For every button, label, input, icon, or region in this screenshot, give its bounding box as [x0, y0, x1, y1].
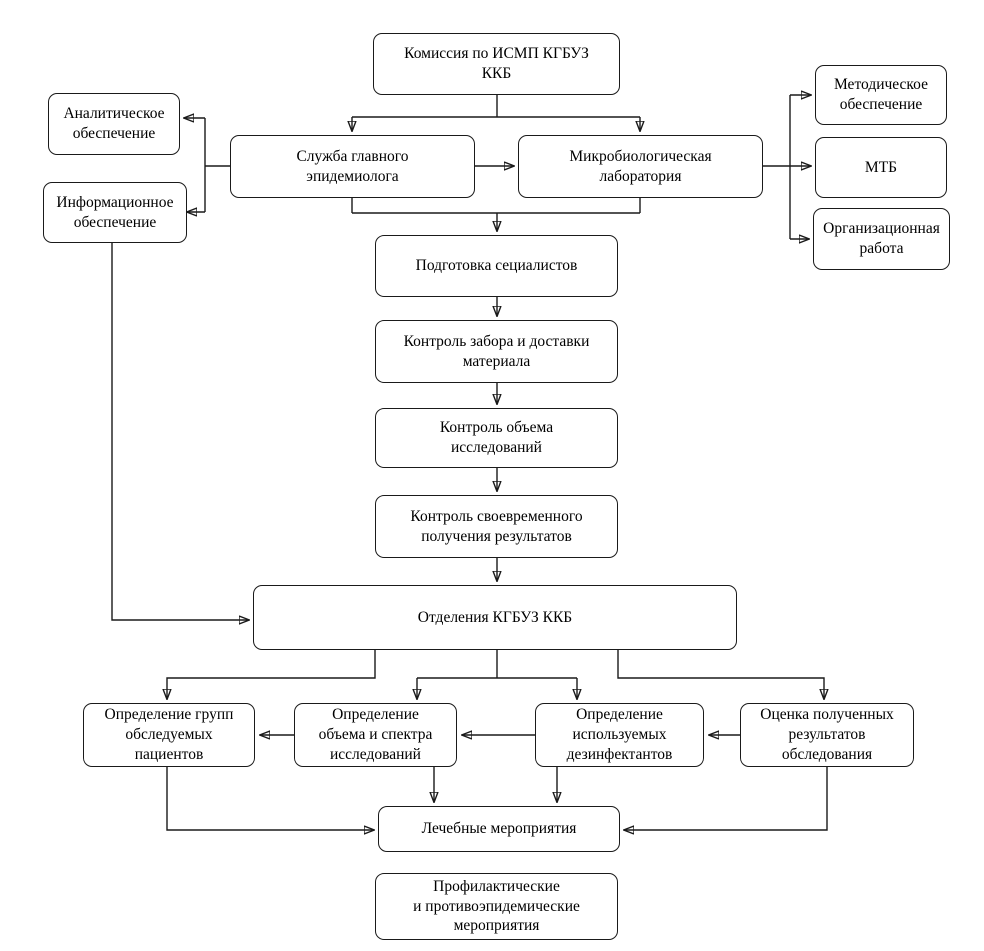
node-organizacionnaya-label: Организационная работа [823, 220, 940, 257]
node-otdeleniya-label: Отделения КГБУЗ ККБ [417, 608, 573, 626]
node-ocenka-label: Оценка полученных результатов обследован… [760, 706, 894, 763]
wire-merge-bus [351, 198, 641, 214]
node-sluzhba: Служба главного эпидемиолога [230, 135, 475, 198]
wire-sluzhba-left-bus [204, 118, 230, 212]
node-lechebnye: Лечебные мероприятия [378, 806, 620, 852]
node-opred-obema-label: Определение объема и спектра исследовани… [318, 706, 433, 763]
wire-otdeleniya-to-grupp [167, 650, 376, 699]
wire-grupp-to-lechebnye [166, 767, 374, 830]
node-mtb: МТБ [815, 137, 947, 198]
node-podgotovka: Подготовка сециалистов [375, 235, 618, 297]
node-kontrol-svoevr: Контроль своевременного получения резуль… [375, 495, 618, 558]
node-mikrobiolog-label: Микробиологическая лаборатория [569, 147, 712, 185]
node-analiticheskoe-label: Аналитическое обеспечение [63, 105, 165, 142]
node-kontrol-svoevr-label: Контроль своевременного получения резуль… [410, 507, 583, 545]
node-sluzhba-label: Служба главного эпидемиолога [296, 147, 409, 185]
wire-ocenka-to-lechebnye [624, 767, 828, 830]
node-lechebnye-label: Лечебные мероприятия [421, 820, 577, 838]
node-opred-dezinf-label: Определение используемых дезинфектантов [566, 706, 673, 763]
wire-komissiya-drop [352, 95, 640, 118]
node-profilakticheskie-label: Профилактические и противоэпидемические … [413, 877, 580, 935]
node-kontrol-obema: Контроль объема исследований [375, 408, 618, 468]
node-opred-dezinf: Определение используемых дезинфектантов [535, 703, 704, 767]
node-ocenka: Оценка полученных результатов обследован… [740, 703, 914, 767]
node-analiticheskoe: Аналитическое обеспечение [48, 93, 180, 155]
wire-otdeleniya-split [417, 650, 577, 679]
node-mtb-label: МТБ [864, 158, 898, 176]
node-organizacionnaya: Организационная работа [813, 208, 950, 270]
node-metodicheskoe-label: Методическое обеспечение [833, 76, 928, 113]
node-informacionnoe-label: Информационное обеспечение [56, 193, 174, 231]
node-podgotovka-label: Подготовка сециалистов [415, 257, 578, 275]
node-opred-grupp: Определение групп обследуемых пациентов [83, 703, 255, 767]
wire-informacionnoe-to-otdeleniya [111, 243, 249, 620]
node-metodicheskoe: Методическое обеспечение [815, 65, 947, 125]
node-komissiya-label: Комиссия по ИСМП КГБУЗ ККБ [404, 45, 589, 82]
wire-mikrobiolog-right-bus [763, 95, 791, 239]
node-opred-grupp-label: Определение групп обследуемых пациентов [104, 706, 234, 763]
node-opred-obema: Определение объема и спектра исследовани… [294, 703, 457, 767]
node-kontrol-obema-label: Контроль объема исследований [439, 419, 554, 456]
node-komissiya: Комиссия по ИСМП КГБУЗ ККБ [373, 33, 620, 95]
node-mikrobiolog: Микробиологическая лаборатория [518, 135, 763, 198]
node-otdeleniya: Отделения КГБУЗ ККБ [253, 585, 737, 650]
node-kontrol-zabora: Контроль забора и доставки материала [375, 320, 618, 383]
wire-otdeleniya-to-ocenka [617, 650, 824, 699]
node-profilakticheskie: Профилактические и противоэпидемические … [375, 873, 618, 940]
node-kontrol-zabora-label: Контроль забора и доставки материала [403, 332, 590, 370]
node-informacionnoe: Информационное обеспечение [43, 182, 187, 243]
